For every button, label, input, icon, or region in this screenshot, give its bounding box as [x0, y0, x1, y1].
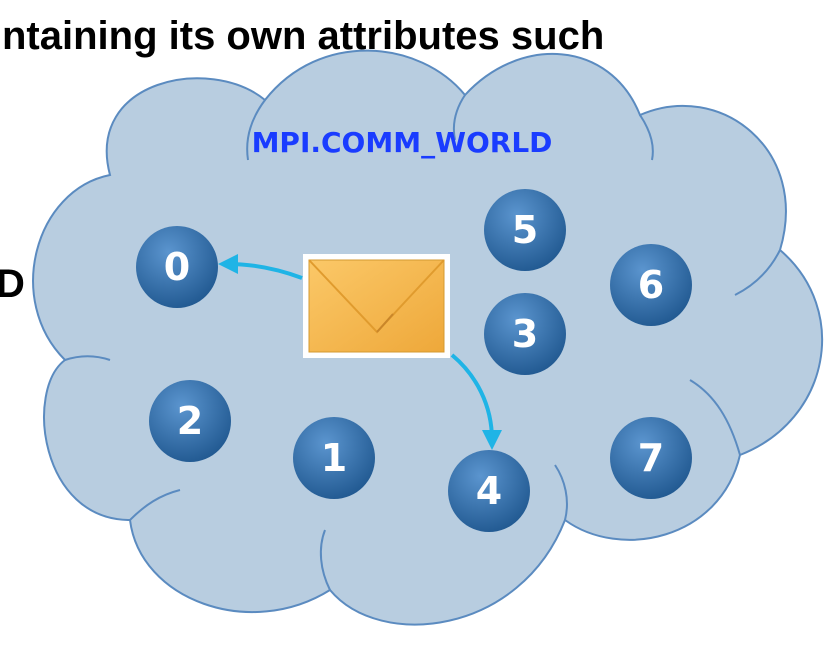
- rank-nodes: 0 1 2 3 4 5 6 7: [136, 189, 692, 532]
- rank-label: 7: [638, 436, 664, 480]
- rank-label: 3: [512, 312, 538, 356]
- rank-node-7: 7: [610, 417, 692, 499]
- rank-node-0: 0: [136, 226, 218, 308]
- rank-label: 4: [476, 469, 502, 513]
- background-fragment-text: D: [0, 262, 25, 306]
- communicator-label: MPI.COMM_WORLD: [252, 126, 553, 159]
- rank-node-3: 3: [484, 293, 566, 375]
- rank-node-1: 1: [293, 417, 375, 499]
- rank-label: 1: [321, 436, 347, 480]
- message-arrows: [218, 254, 502, 450]
- rank-node-4: 4: [448, 450, 530, 532]
- rank-node-5: 5: [484, 189, 566, 271]
- envelope-icon: [303, 254, 450, 358]
- rank-node-6: 6: [610, 244, 692, 326]
- background-heading-text: ntaining its own attributes such: [2, 14, 605, 58]
- rank-label: 0: [164, 245, 190, 289]
- message-arrow-to-0: [218, 254, 303, 280]
- rank-node-2: 2: [149, 380, 231, 462]
- rank-label: 5: [512, 208, 538, 252]
- rank-label: 2: [177, 399, 203, 443]
- message-arrow-to-4: [450, 353, 502, 450]
- rank-label: 6: [638, 263, 664, 307]
